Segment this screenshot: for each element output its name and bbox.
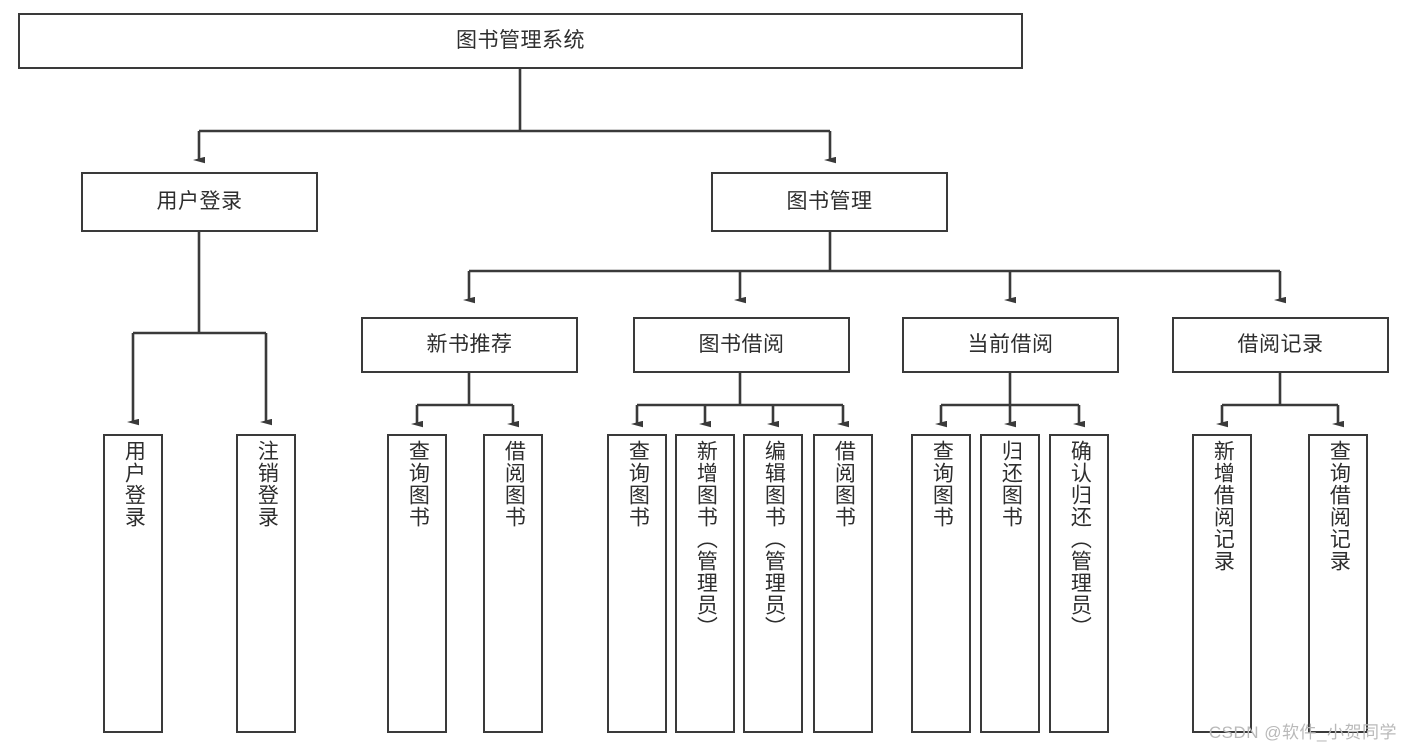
node-leaf-borrow-book-1[interactable]: 借阅图书 xyxy=(483,434,543,733)
node-leaf-query-record-label: 查询借阅记录 xyxy=(1327,440,1351,572)
node-root-book-management-system[interactable]: 图书管理系统 xyxy=(18,13,1023,69)
node-current-borrow[interactable]: 当前借阅 xyxy=(902,317,1119,373)
node-leaf-borrow-book-2[interactable]: 借阅图书 xyxy=(813,434,873,733)
node-leaf-logout-login[interactable]: 注销登录 xyxy=(236,434,296,733)
node-leaf-confirm-return[interactable]: 确认归还（管理员） xyxy=(1049,434,1109,733)
node-user-login[interactable]: 用户登录 xyxy=(81,172,318,232)
node-leaf-return-book-label: 归还图书 xyxy=(999,440,1023,528)
node-leaf-query-record[interactable]: 查询借阅记录 xyxy=(1308,434,1368,733)
node-leaf-query-book-2-label: 查询图书 xyxy=(626,440,650,528)
node-borrow-record-label: 借阅记录 xyxy=(1237,332,1324,356)
node-leaf-confirm-return-label: 确认归还（管理员） xyxy=(1068,440,1092,638)
node-user-login-label: 用户登录 xyxy=(156,189,243,213)
node-leaf-add-record[interactable]: 新增借阅记录 xyxy=(1192,434,1252,733)
node-book-borrow[interactable]: 图书借阅 xyxy=(633,317,850,373)
node-leaf-borrow-book-2-label: 借阅图书 xyxy=(832,440,856,528)
node-leaf-borrow-book-1-label: 借阅图书 xyxy=(502,440,526,528)
node-leaf-edit-book-label: 编辑图书（管理员） xyxy=(762,440,786,638)
node-book-management[interactable]: 图书管理 xyxy=(711,172,948,232)
csdn-watermark: CSDN @软件_小贺同学 xyxy=(1208,723,1397,742)
node-new-book-recommend-label: 新书推荐 xyxy=(426,332,513,356)
node-leaf-user-login[interactable]: 用户登录 xyxy=(103,434,163,733)
node-leaf-return-book[interactable]: 归还图书 xyxy=(980,434,1040,733)
node-borrow-record[interactable]: 借阅记录 xyxy=(1172,317,1389,373)
node-leaf-query-book-1-label: 查询图书 xyxy=(406,440,430,528)
node-leaf-edit-book[interactable]: 编辑图书（管理员） xyxy=(743,434,803,733)
node-leaf-query-book-3-label: 查询图书 xyxy=(930,440,954,528)
node-book-borrow-label: 图书借阅 xyxy=(698,332,785,356)
node-leaf-query-book-2[interactable]: 查询图书 xyxy=(607,434,667,733)
node-leaf-add-record-label: 新增借阅记录 xyxy=(1211,440,1235,572)
node-new-book-recommend[interactable]: 新书推荐 xyxy=(361,317,578,373)
node-book-management-label: 图书管理 xyxy=(786,189,873,213)
node-leaf-logout-login-label: 注销登录 xyxy=(255,440,279,528)
node-root-label: 图书管理系统 xyxy=(456,28,585,52)
node-leaf-query-book-3[interactable]: 查询图书 xyxy=(911,434,971,733)
node-leaf-add-book[interactable]: 新增图书（管理员） xyxy=(675,434,735,733)
node-current-borrow-label: 当前借阅 xyxy=(967,332,1054,356)
node-leaf-add-book-label: 新增图书（管理员） xyxy=(694,440,718,638)
node-leaf-query-book-1[interactable]: 查询图书 xyxy=(387,434,447,733)
node-leaf-user-login-label: 用户登录 xyxy=(122,440,146,528)
